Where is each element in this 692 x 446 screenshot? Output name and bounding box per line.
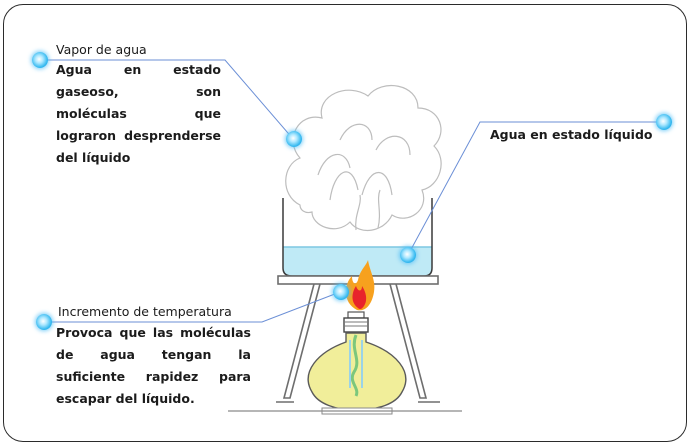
vapor-cloud [285,84,442,232]
leader-lines [40,59,664,323]
diagram-frame [3,4,687,442]
liquid-target-dot [400,247,416,263]
temperature-callout-dot [36,314,52,330]
vapor-description: Agua en estado gaseoso, son moléculas qu… [56,62,221,165]
liquid-title: Agua en estado líquido [490,127,653,142]
temperature-target-dot [333,284,349,300]
vapor-title: Vapor de agua [56,42,147,57]
vapor-callout-dot [32,52,48,68]
flame [345,260,375,311]
vapor-leader-line [40,59,295,141]
temperature-title: Incremento de temperatura [58,304,232,319]
temperature-description: Provoca que las moléculas de agua tengan… [56,325,251,406]
liquid-callout-dot [656,114,672,130]
liquid-leader-line [407,121,664,256]
vapor-target-dot [286,131,302,147]
alcohol-lamp [307,311,407,415]
temperature-leader-line [44,291,341,323]
water-liquid [283,247,432,276]
